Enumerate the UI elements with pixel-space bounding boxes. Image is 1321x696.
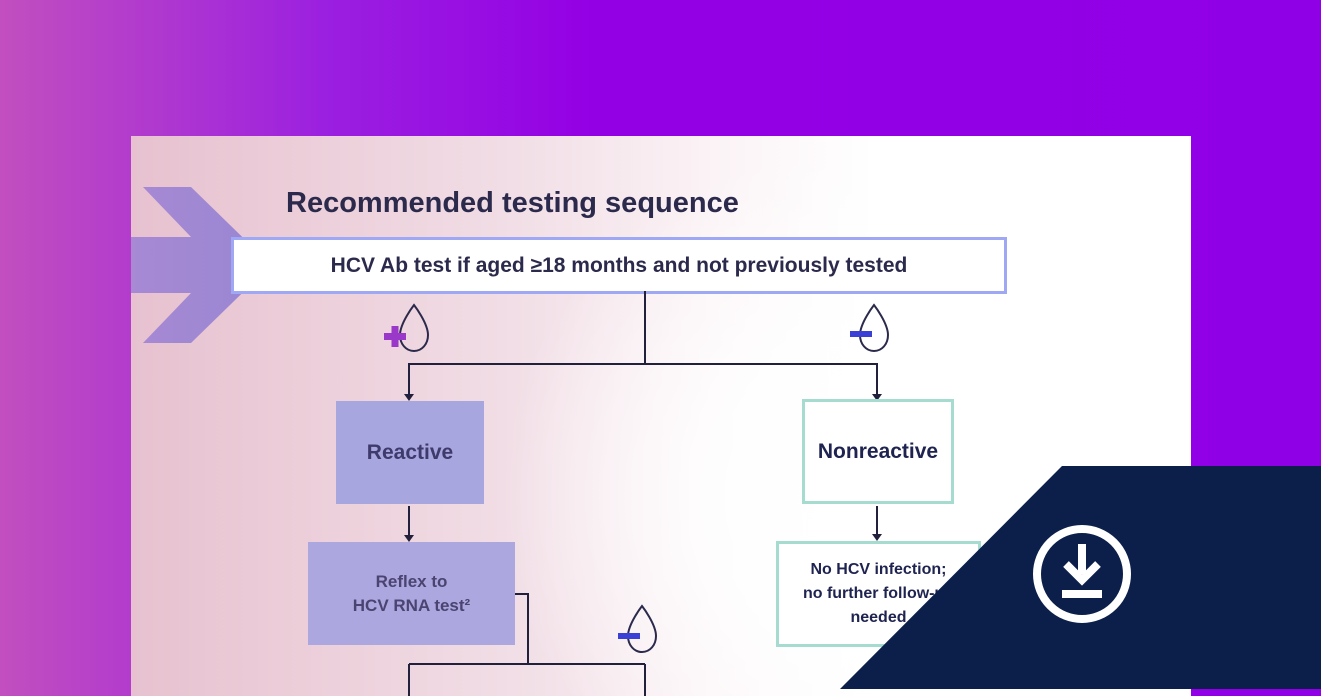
download-icon[interactable] bbox=[1032, 524, 1132, 624]
reflex-rna-test-box: Reflex to HCV RNA test² bbox=[308, 542, 515, 645]
nonreactive-result-box: Nonreactive bbox=[802, 399, 954, 504]
negative-blood-drop-icon bbox=[850, 303, 890, 353]
positive-blood-drop-icon bbox=[384, 303, 430, 353]
hcv-ab-test-step: HCV Ab test if aged ≥18 months and not p… bbox=[231, 237, 1007, 294]
testing-sequence-card: Recommended testing sequence HCV Ab test… bbox=[131, 136, 1191, 696]
negative-blood-drop-icon bbox=[618, 604, 658, 654]
reactive-result-box: Reactive bbox=[336, 401, 484, 504]
diagram-title: Recommended testing sequence bbox=[286, 187, 739, 219]
arrow-graphic bbox=[131, 187, 271, 343]
flow-connectors bbox=[404, 291, 882, 696]
